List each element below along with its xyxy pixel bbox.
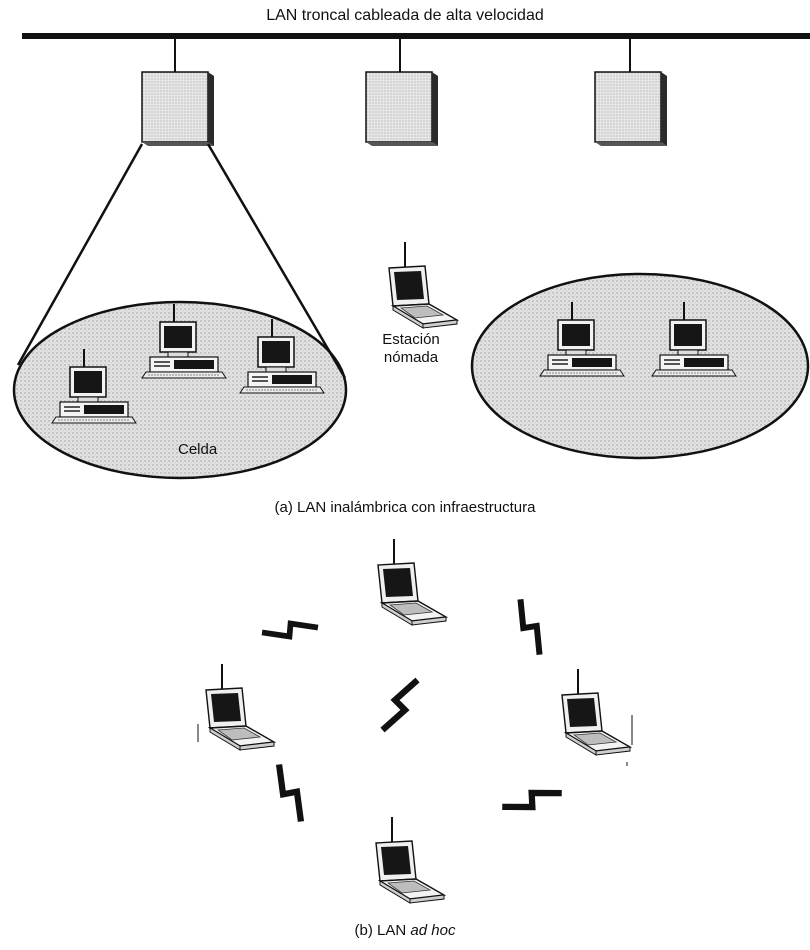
caption-infrastructure: (a) LAN inalámbrica con infraestructura	[274, 499, 536, 516]
cell-right	[470, 272, 810, 460]
backbone-label: LAN troncal cableada de alta velocidad	[266, 7, 544, 24]
access-point-icon	[141, 71, 215, 147]
access-point-icon	[594, 71, 668, 147]
access-point-icon	[365, 71, 439, 147]
wireless-link-icon	[383, 680, 418, 730]
wireless-link-icon	[501, 599, 560, 654]
laptop-icon	[561, 668, 631, 756]
coverage-line-right	[206, 143, 347, 379]
laptop-icon	[375, 816, 445, 904]
cell-label: Celda	[178, 441, 218, 458]
caption-b-prefix: (b) LAN	[354, 922, 411, 939]
caption-b-italic: ad hoc	[410, 922, 456, 939]
wireless-link-icon	[502, 770, 561, 831]
laptop-icon	[377, 538, 447, 626]
laptop-icon	[388, 241, 458, 329]
coverage-line-left	[16, 143, 144, 366]
wireless-link-icon	[262, 603, 318, 657]
caption-ad-hoc: (b) LAN ad hoc	[0, 922, 810, 940]
nomad-station-label: Estación nómada	[382, 331, 440, 366]
wireless-link-icon	[259, 765, 320, 822]
laptop-icon	[205, 663, 275, 751]
